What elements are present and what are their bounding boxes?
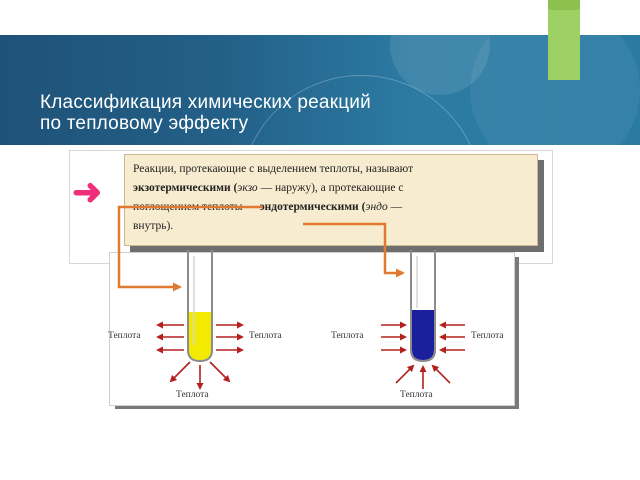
exo-bottom-heat-label: Теплота [176,390,209,400]
endo-left-heat-label: Теплота [331,331,364,341]
exo-connector-arrow [117,205,263,292]
pink-right-arrow-icon: ➜ [72,171,103,212]
exo-paren: ( [230,182,238,194]
definition-text-box: Реакции, протекающие с выделением теплот… [124,154,538,246]
title-banner [0,35,640,145]
exo-term: экзотермическими [133,182,231,194]
endo-test-tube [410,250,436,363]
definition-line-4: внутрь). [133,220,174,232]
definition-line-1: Реакции, протекающие с выделением теплот… [133,163,414,175]
endo-right-heat-label: Теплота [471,331,504,341]
endo-term: эндотермическими [259,201,359,213]
endo-word: эндо [365,201,388,213]
endo-connector-arrow [303,222,405,278]
accent-bar-top [548,0,580,10]
exo-word: экзо [237,182,258,194]
exo-heat-arrows [156,321,244,390]
exo-left-heat-label: Теплота [108,331,141,341]
accent-bar [548,0,580,80]
exo-test-tube [187,250,213,363]
exo-meaning: — наружу), а протекающие с [257,182,404,194]
endo-meaning: — [387,201,403,213]
endo-bottom-heat-label: Теплота [400,390,433,400]
exo-right-heat-label: Теплота [249,331,282,341]
slide-title: Классификация химических реакций по тепл… [40,92,371,134]
endo-paren: ( [358,201,366,213]
endo-heat-arrows [381,321,465,389]
